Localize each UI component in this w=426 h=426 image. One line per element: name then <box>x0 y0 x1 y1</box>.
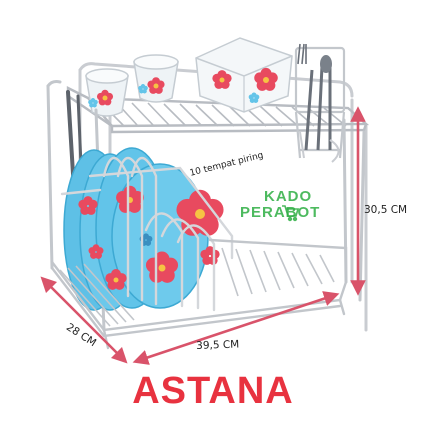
square-bowl <box>195 37 293 113</box>
bowl-1 <box>85 68 129 117</box>
side-guard <box>299 131 340 163</box>
watermark-line-2: PERABOT <box>240 204 321 221</box>
plate-rack-wires <box>60 156 234 312</box>
bowl-2 <box>133 54 179 103</box>
cutlery-holder <box>294 43 346 159</box>
dimension-arrows <box>40 106 366 365</box>
height-label: 30,5 CM <box>364 204 408 216</box>
width-label: 39,5 CM <box>195 338 240 352</box>
cart-icon <box>282 205 300 222</box>
watermark-line-1: KADO <box>264 188 313 205</box>
width-arrow <box>132 291 340 365</box>
brand-name: ASTANA <box>132 370 294 412</box>
depth-arrow <box>40 276 128 364</box>
